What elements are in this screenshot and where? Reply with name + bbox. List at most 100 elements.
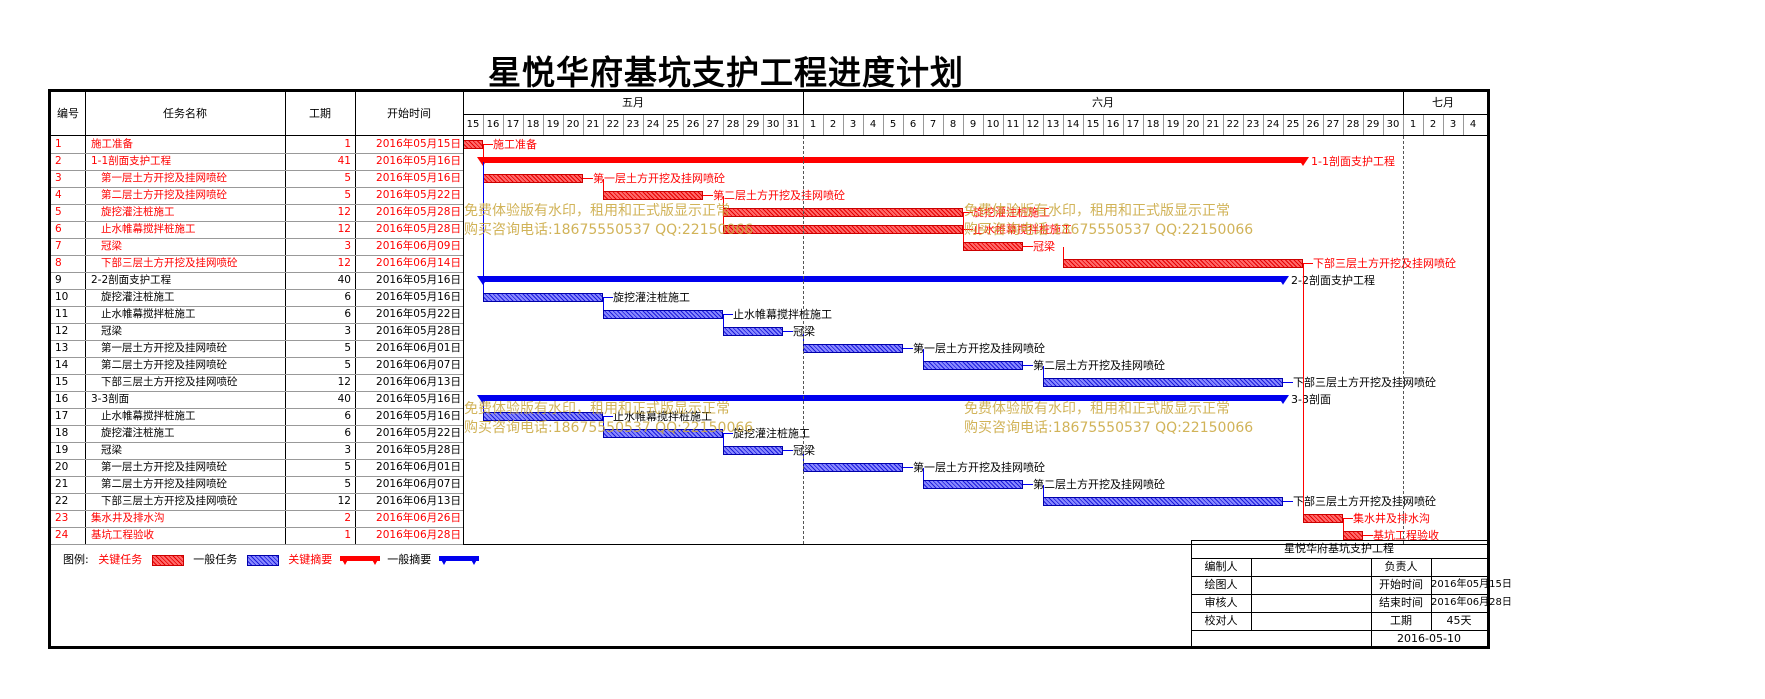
info-row-line <box>1191 576 1487 577</box>
info-duration-label: 工期 <box>1390 614 1412 627</box>
row-line <box>51 493 463 494</box>
day-divider <box>643 115 644 135</box>
task-connector <box>1023 365 1033 366</box>
summary-end-marker <box>1297 157 1309 166</box>
task-name: 冠梁 <box>101 325 122 337</box>
row-line <box>51 289 463 290</box>
day-tick: 25 <box>1286 119 1300 130</box>
day-tick: 10 <box>986 119 1000 130</box>
summary-end-marker <box>1277 395 1289 404</box>
dependency-line <box>923 468 924 480</box>
task-start: 2016年05月28日 <box>376 444 461 456</box>
task-duration: 6 <box>344 291 351 303</box>
day-divider <box>1043 115 1044 135</box>
task-id: 5 <box>55 206 62 218</box>
task-id: 18 <box>55 427 69 439</box>
day-tick: 28 <box>726 119 740 130</box>
watermark: 免费体验版有水印，租用和正式版显示正常 购买咨询电话:18675550537 Q… <box>464 202 753 240</box>
task-connector <box>783 331 793 332</box>
summary-bar <box>483 395 1283 401</box>
task-bar-label: 冠梁 <box>1033 240 1055 253</box>
row-line <box>51 306 463 307</box>
task-name: 第二层土方开挖及挂网喷砼 <box>101 189 227 201</box>
day-divider <box>1163 115 1164 135</box>
dependency-line <box>723 434 724 446</box>
info-col-line <box>1251 558 1252 630</box>
day-divider <box>703 115 704 135</box>
day-tick: 19 <box>1166 119 1180 130</box>
legend-normal-task-label: 一般任务 <box>193 553 238 566</box>
row-line <box>51 476 463 477</box>
month-label: 五月 <box>622 96 644 109</box>
row-line <box>51 408 463 409</box>
watermark-line2: 购买咨询电话:18675550537 QQ:22150066 <box>464 222 754 238</box>
info-date: 2016-05-10 <box>1397 632 1461 645</box>
info-drafter-value <box>1251 576 1371 594</box>
row-line <box>51 238 463 239</box>
day-tick: 13 <box>1046 119 1060 130</box>
task-name: 下部三层土方开挖及挂网喷砼 <box>101 257 238 269</box>
day-tick: 4 <box>1469 119 1477 130</box>
task-bar <box>723 446 783 455</box>
task-id: 17 <box>55 410 69 422</box>
task-duration: 5 <box>344 342 351 354</box>
month-dash-line <box>1403 136 1404 544</box>
task-duration: 3 <box>344 240 351 252</box>
watermark-line1: 免费体验版有水印，租用和正式版显示正常 <box>464 401 730 417</box>
task-name: 第一层土方开挖及挂网喷砼 <box>101 172 227 184</box>
day-divider <box>563 115 564 135</box>
day-tick: 23 <box>626 119 640 130</box>
summary-bar-label: 1-1剖面支护工程 <box>1311 155 1395 168</box>
task-name: 旋挖灌注桩施工 <box>101 206 175 218</box>
info-col-line <box>1431 558 1432 630</box>
task-bar <box>1043 378 1283 387</box>
watermark-line1: 免费体验版有水印，租用和正式版显示正常 <box>964 401 1230 417</box>
task-id: 24 <box>55 529 69 541</box>
task-start: 2016年05月28日 <box>376 206 461 218</box>
day-tick: 17 <box>1126 119 1140 130</box>
day-tick: 2 <box>829 119 837 130</box>
day-divider <box>523 115 524 135</box>
task-connector <box>903 467 913 468</box>
dependency-line <box>483 145 484 174</box>
task-id: 13 <box>55 342 69 354</box>
info-top-line <box>1191 540 1487 541</box>
day-tick: 23 <box>1246 119 1260 130</box>
task-connector <box>1023 246 1033 247</box>
task-duration: 5 <box>344 189 351 201</box>
legend: 图例: 关键任务 一般任务 关键摘要 一般摘要 <box>63 551 483 567</box>
dependency-line <box>1303 264 1304 514</box>
month-label: 七月 <box>1432 96 1454 109</box>
day-divider <box>1063 115 1064 135</box>
day-tick: 26 <box>1306 119 1320 130</box>
column-line <box>355 92 356 544</box>
task-name: 1-1剖面支护工程 <box>91 155 172 167</box>
task-connector <box>1343 518 1353 519</box>
info-end-value: 2016年06月28日 <box>1431 597 1512 608</box>
task-bar-label: 第一层土方开挖及挂网喷砼 <box>593 172 725 185</box>
task-duration: 5 <box>344 359 351 371</box>
task-id: 12 <box>55 325 69 337</box>
row-line <box>51 221 463 222</box>
day-tick: 18 <box>1146 119 1160 130</box>
task-duration: 1 <box>344 138 351 150</box>
task-id: 16 <box>55 393 69 405</box>
info-row-line <box>1191 612 1487 613</box>
info-editor-value <box>1251 558 1371 576</box>
summary-bar-label: 3-3剖面 <box>1291 393 1331 406</box>
day-tick: 27 <box>706 119 720 130</box>
task-start: 2016年06月26日 <box>376 512 461 524</box>
task-bar <box>1303 514 1343 523</box>
task-start: 2016年05月22日 <box>376 189 461 201</box>
task-bar <box>723 225 963 234</box>
day-divider <box>1103 115 1104 135</box>
task-bar <box>923 480 1023 489</box>
row-line <box>51 255 463 256</box>
task-id: 20 <box>55 461 69 473</box>
day-tick: 15 <box>466 119 480 130</box>
day-tick: 31 <box>786 119 800 130</box>
task-bar <box>483 412 603 421</box>
task-bar-label: 下部三层土方开挖及挂网喷砼 <box>1293 495 1436 508</box>
watermark-line2: 购买咨询电话:18675550537 QQ:22150066 <box>464 420 754 436</box>
